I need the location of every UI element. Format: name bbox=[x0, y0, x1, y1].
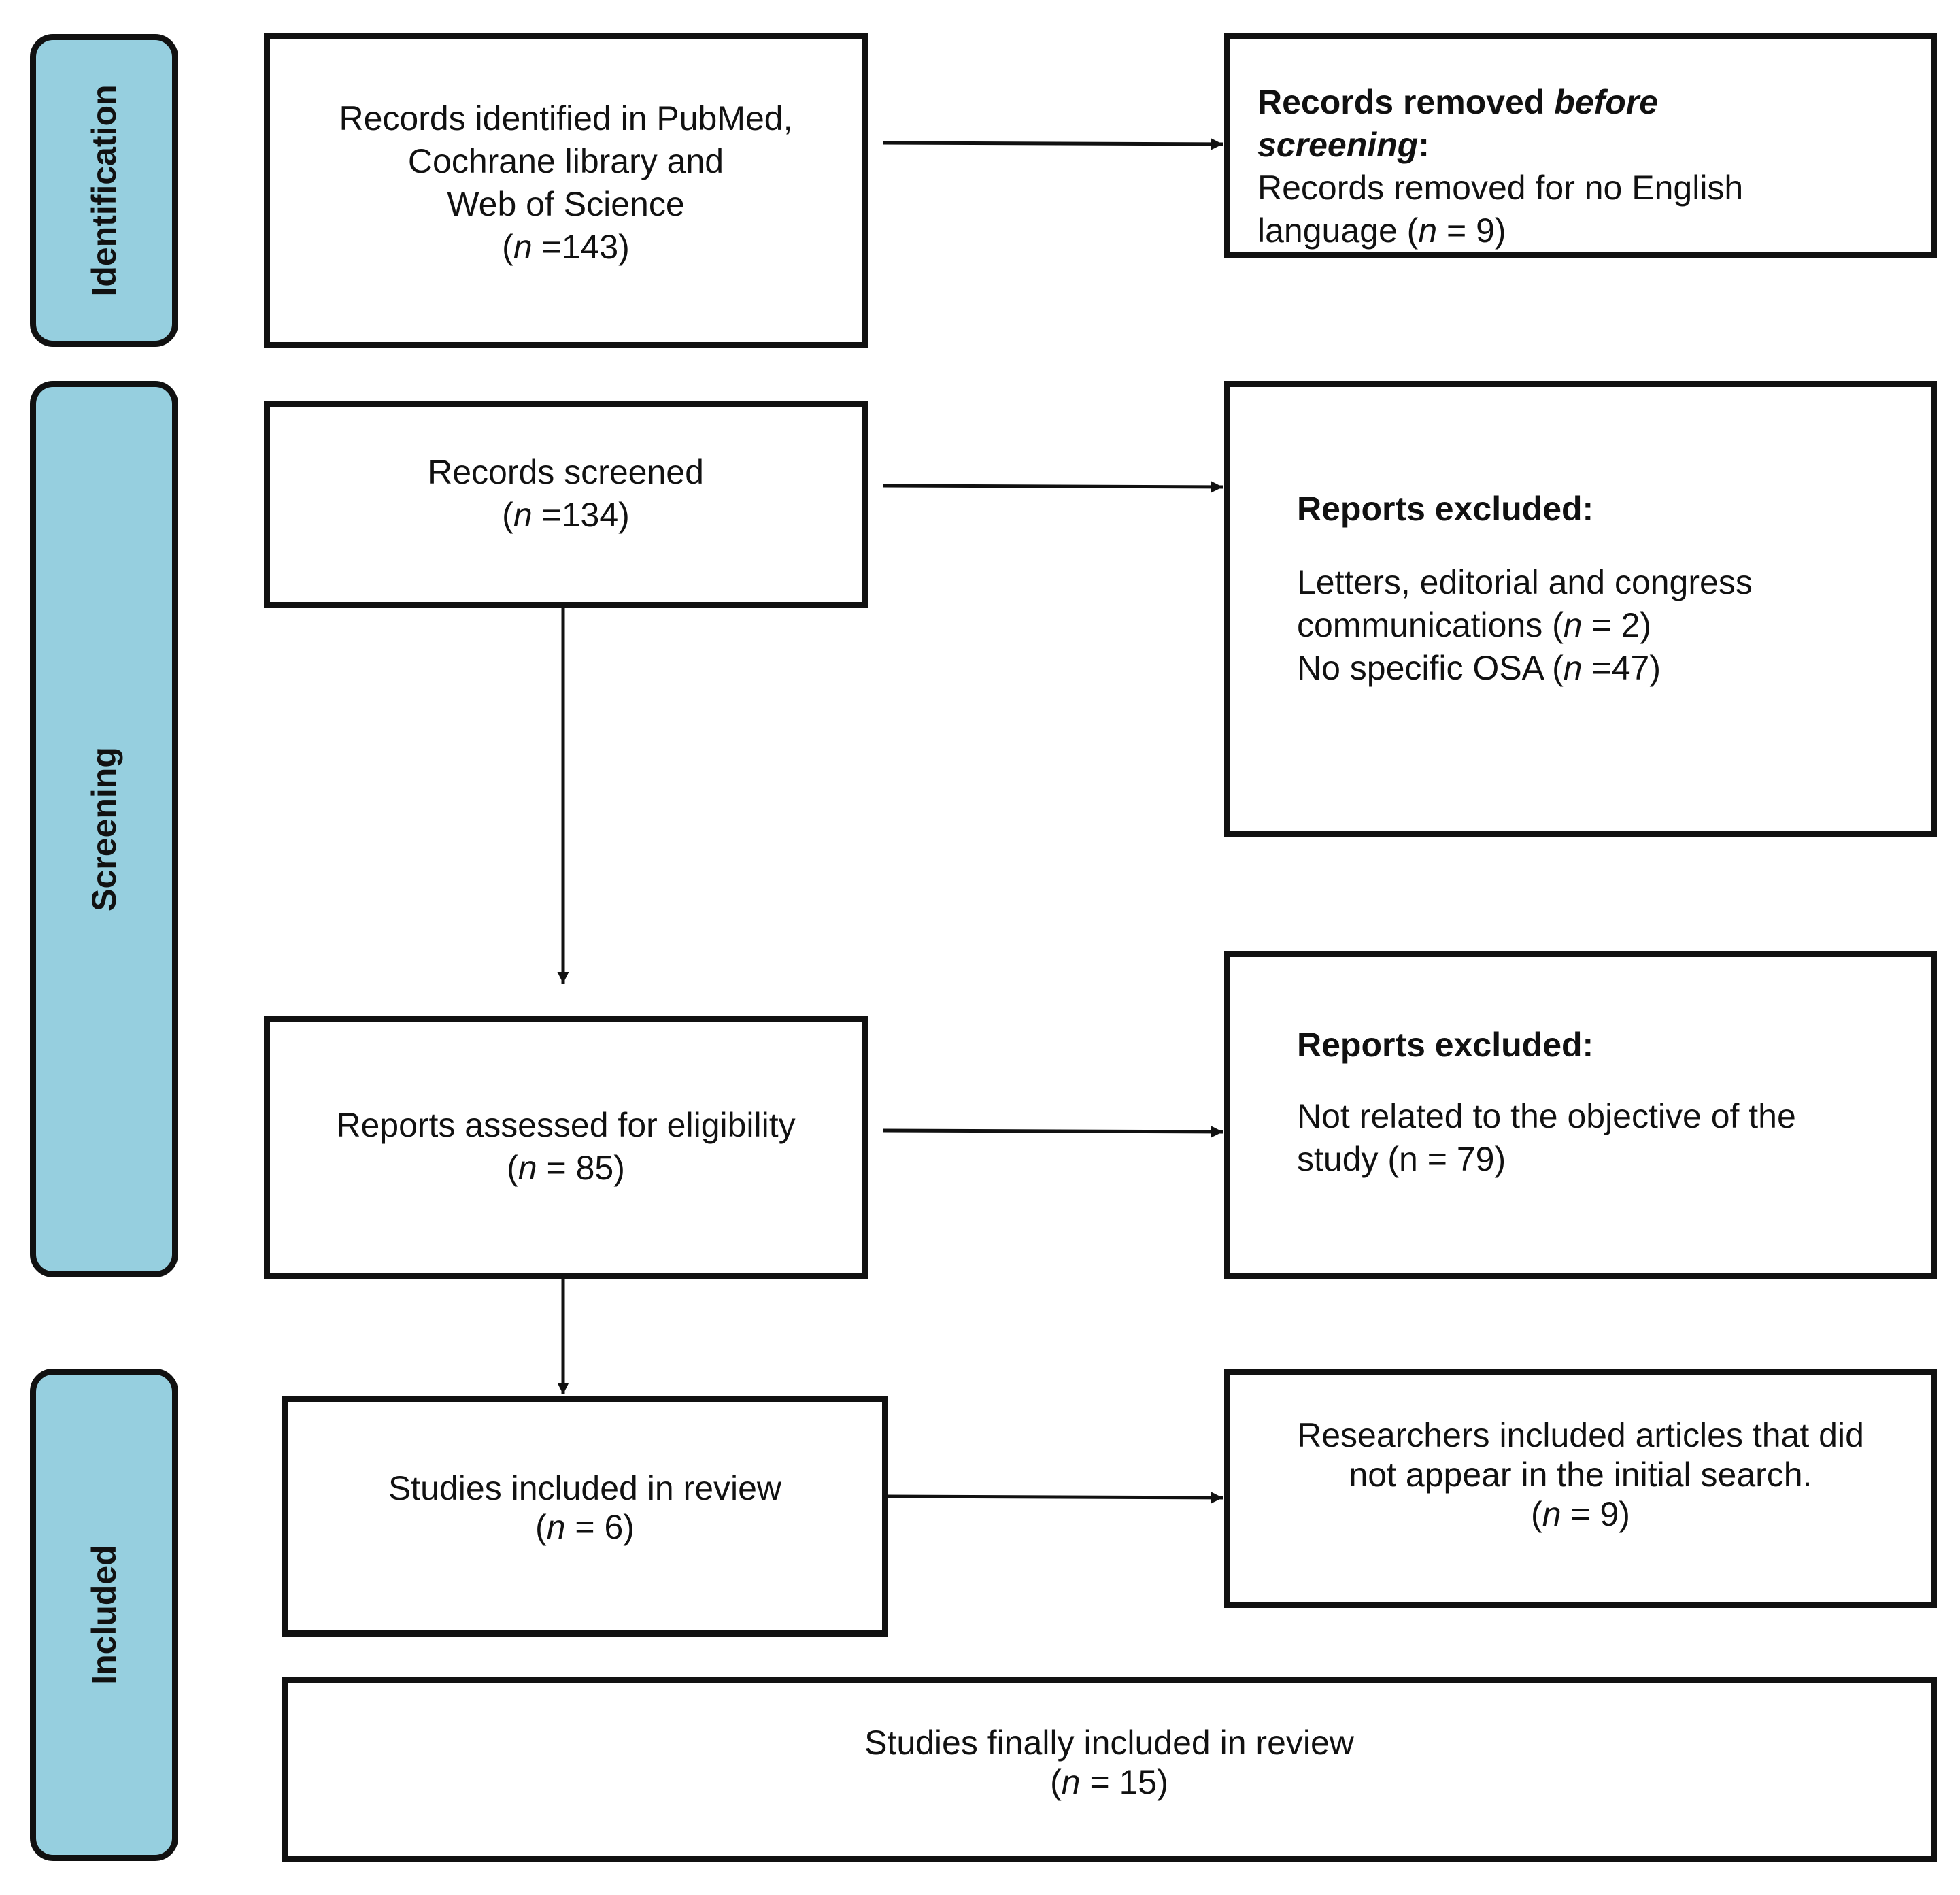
records-screened-box: Records screened (n =134) bbox=[264, 401, 868, 608]
assessed-label: Reports assessed for eligibility bbox=[336, 1106, 796, 1144]
additional-line-2: not appear in the initial search. bbox=[1349, 1456, 1812, 1494]
identified-count: (n =143) bbox=[502, 228, 630, 266]
screened-label: Records screened bbox=[428, 453, 704, 491]
excluded-eligibility-line-2: study (n = 79) bbox=[1297, 1140, 1506, 1178]
studies-included-box: Studies included in review (n = 6) bbox=[282, 1396, 888, 1637]
phase-screening: Screening bbox=[30, 381, 178, 1277]
studies-finally-included-box: Studies finally included in review (n = … bbox=[282, 1677, 1937, 1862]
excluded-screening-line-1: Letters, editorial and congress bbox=[1297, 563, 1753, 601]
identified-line-1: Records identified in PubMed, bbox=[339, 99, 793, 137]
assessed-count: (n = 85) bbox=[507, 1149, 625, 1187]
additional-articles-box: Researchers included articles that did n… bbox=[1224, 1369, 1937, 1608]
excluded-screening-line-2: communications (n = 2) bbox=[1297, 606, 1652, 644]
records-identified-box: Records identified in PubMed, Cochrane l… bbox=[264, 33, 868, 348]
reports-assessed-box: Reports assessed for eligibility (n = 85… bbox=[264, 1016, 868, 1279]
excluded-screening-title: Reports excluded: bbox=[1297, 490, 1594, 528]
removed-line-1: Records removed for no English bbox=[1257, 169, 1744, 207]
included-review-label: Studies included in review bbox=[388, 1469, 782, 1507]
excluded-eligibility-line-1: Not related to the objective of the bbox=[1297, 1097, 1796, 1135]
removed-title-line-2: screening: bbox=[1257, 126, 1430, 164]
identified-line-3: Web of Science bbox=[447, 185, 685, 223]
reports-excluded-eligibility-box: Reports excluded: Not related to the obj… bbox=[1224, 951, 1937, 1279]
arrow-screened-to-excluded bbox=[882, 481, 1223, 493]
reports-excluded-screening-box: Reports excluded: Letters, editorial and… bbox=[1224, 381, 1937, 837]
removed-title-line-1: Records removed before bbox=[1257, 83, 1659, 121]
records-removed-box: Records removed before screening: Record… bbox=[1224, 33, 1937, 258]
screened-count: (n =134) bbox=[502, 496, 630, 534]
arrow-identified-to-removed bbox=[882, 138, 1223, 150]
final-count: (n = 15) bbox=[1050, 1763, 1168, 1801]
excluded-screening-line-3: No specific OSA (n =47) bbox=[1297, 649, 1661, 687]
additional-line-1: Researchers included articles that did bbox=[1297, 1416, 1864, 1454]
phase-included: Included bbox=[30, 1369, 178, 1861]
phase-identification: Identification bbox=[30, 34, 178, 347]
final-label: Studies finally included in review bbox=[864, 1724, 1354, 1762]
arrow-included-to-additional bbox=[888, 1492, 1223, 1504]
arrow-assessed-to-excluded bbox=[882, 1126, 1223, 1138]
excluded-eligibility-title: Reports excluded: bbox=[1297, 1026, 1594, 1064]
removed-line-2: language (n = 9) bbox=[1257, 212, 1506, 250]
additional-count: (n = 9) bbox=[1531, 1495, 1630, 1533]
included-review-count: (n = 6) bbox=[535, 1508, 635, 1546]
identified-line-2: Cochrane library and bbox=[407, 142, 724, 180]
